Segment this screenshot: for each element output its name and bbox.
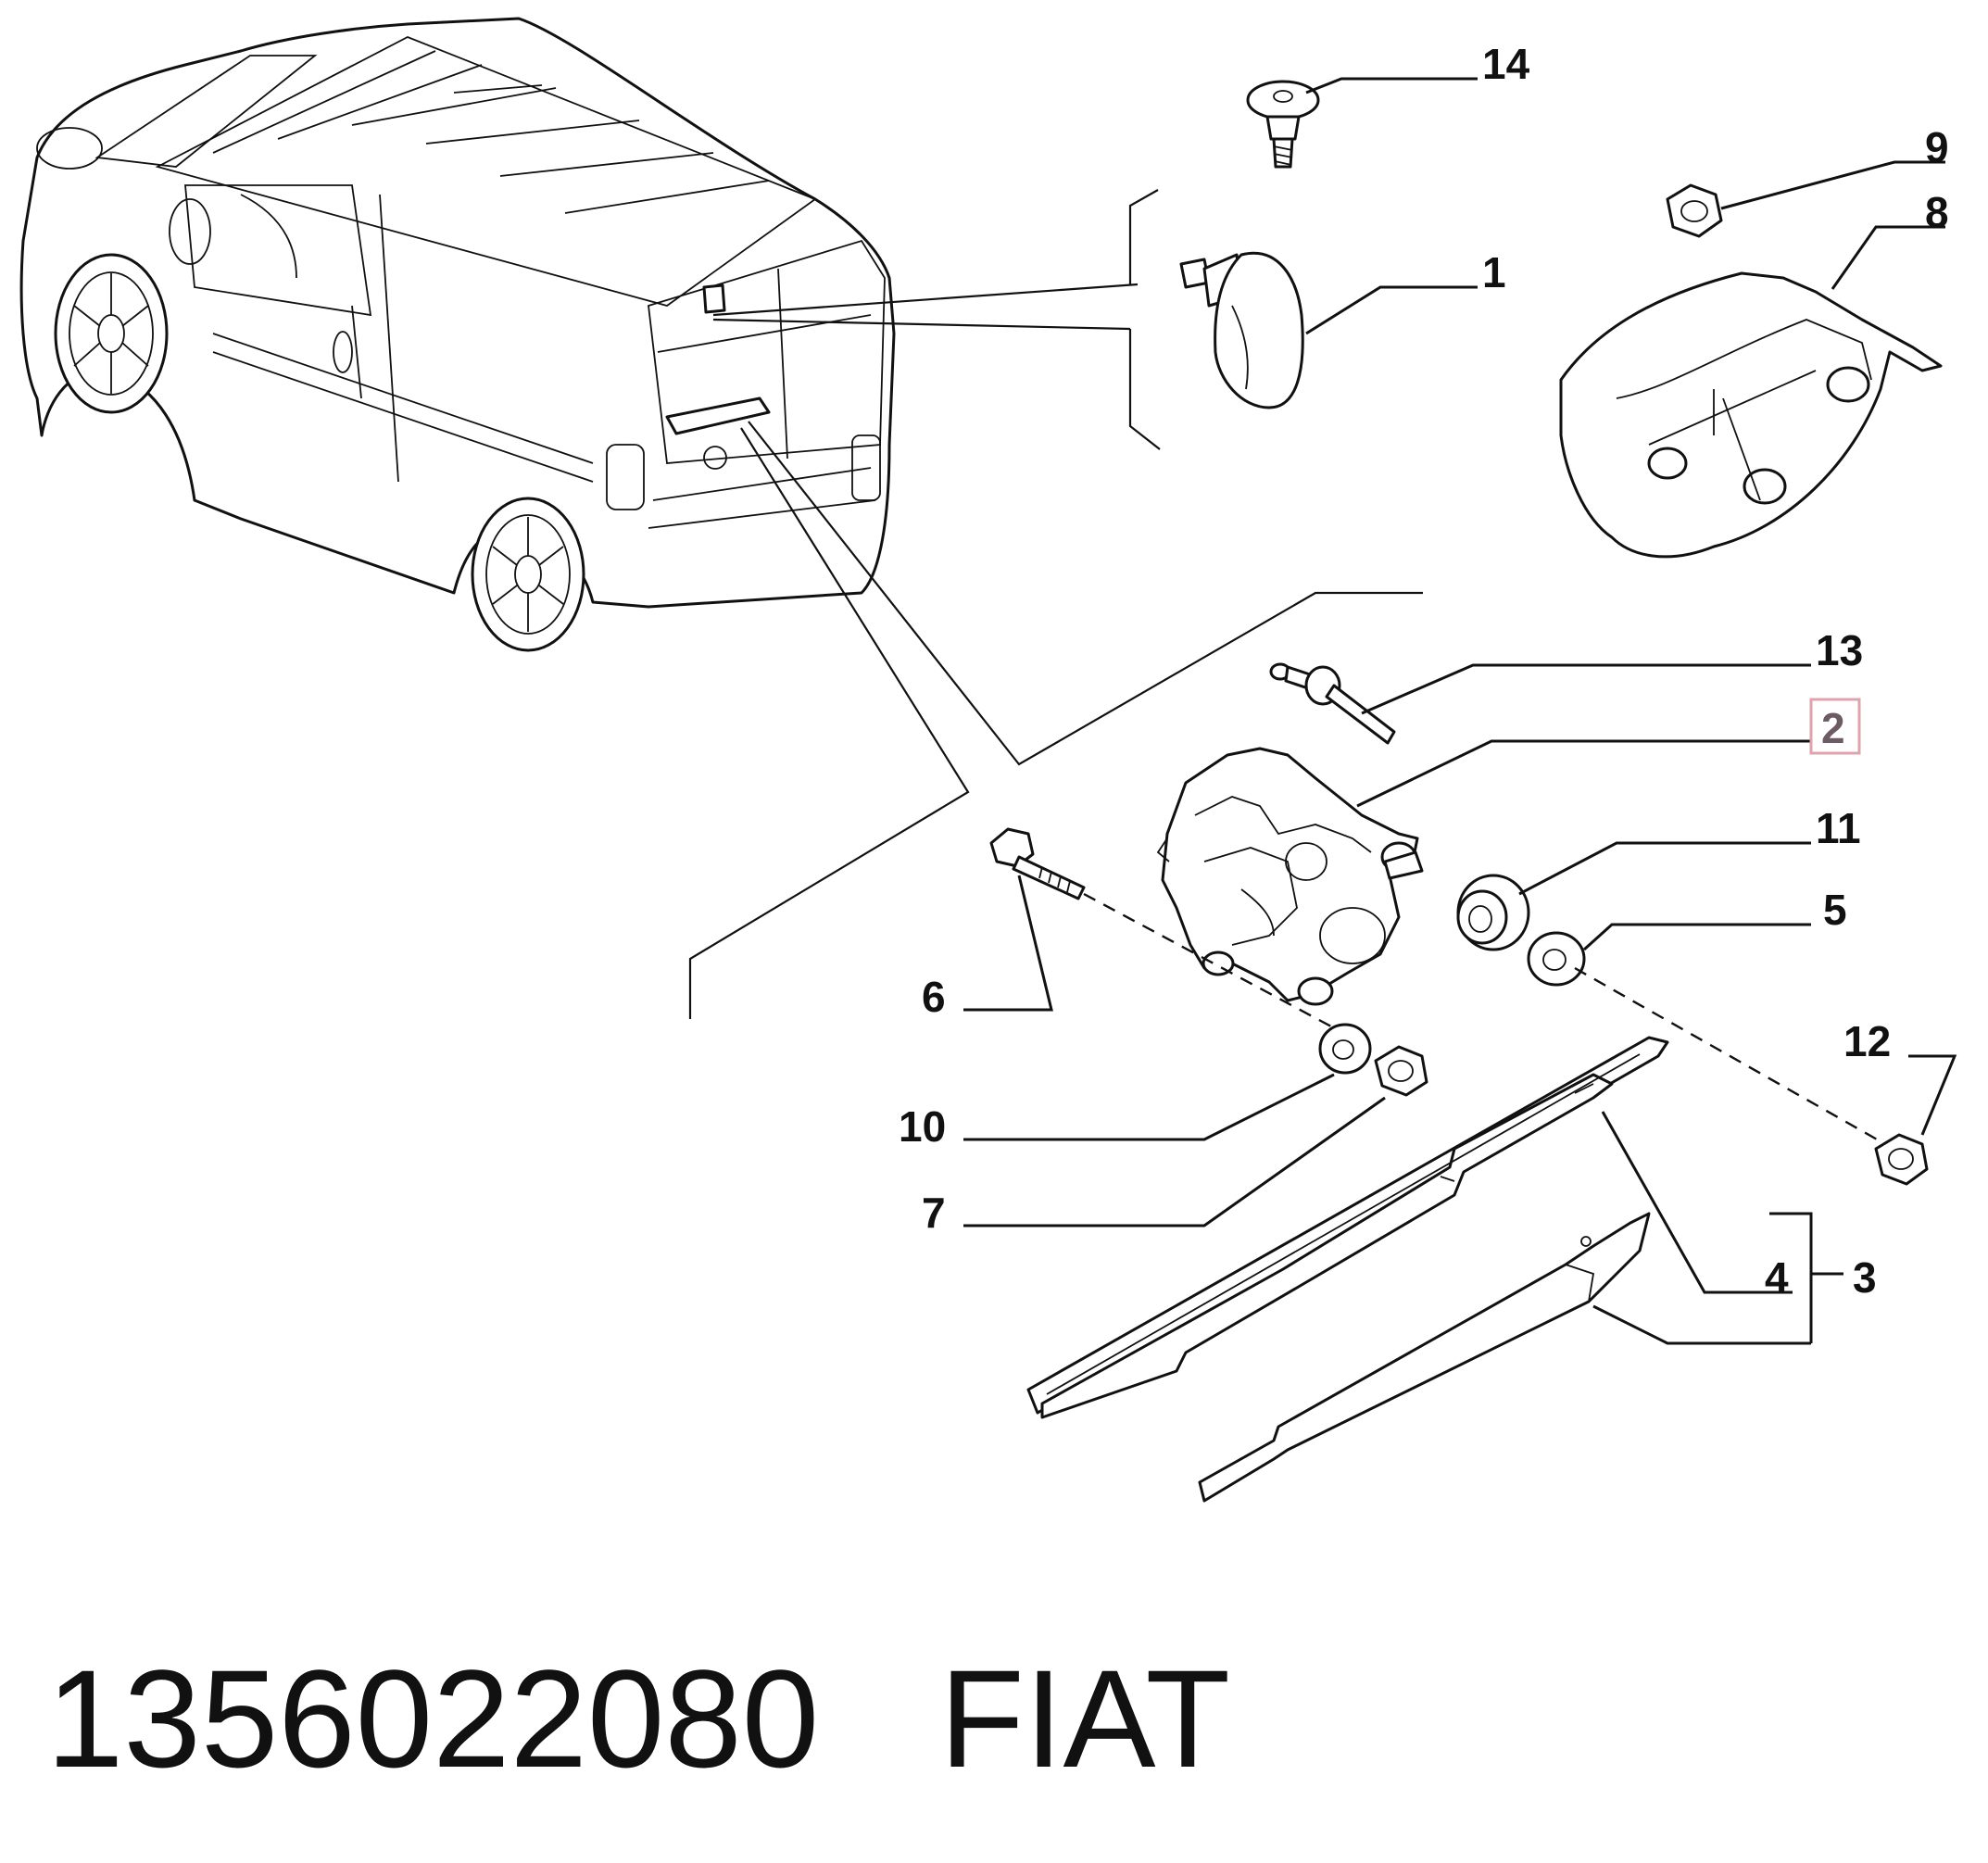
assembly-axis-line-right <box>1574 966 1886 1146</box>
callout-12: 12 <box>1843 1017 1891 1065</box>
callout-10: 10 <box>899 1102 946 1151</box>
callout-8: 8 <box>1925 188 1949 236</box>
rear-wheel <box>471 497 585 652</box>
leader-van-to-motor-a <box>748 421 1423 766</box>
callout-14: 14 <box>1482 40 1530 88</box>
callout-4: 4 <box>1765 1253 1789 1302</box>
part-7-nut <box>963 1045 1428 1227</box>
footer-caption: 1356022080 FIAT <box>46 1635 1982 1802</box>
part-14-screw <box>1246 77 1478 169</box>
callout-6: 6 <box>922 973 946 1021</box>
bracket-4-3 <box>1769 1212 1843 1343</box>
part-12-nut <box>1874 1054 1957 1186</box>
leader-van-to-nozzle-top <box>712 283 1139 317</box>
part-6-bolt <box>963 827 1086 1012</box>
part-5-washer <box>1527 923 1811 987</box>
part-1-nozzle <box>1179 251 1478 409</box>
brand-name: FIAT <box>939 1641 1231 1796</box>
leader-2 <box>1356 739 1811 808</box>
callout-2: 2 <box>1821 704 1845 752</box>
part-9-nut <box>1666 160 1945 238</box>
part-11-grommet <box>1456 841 1811 951</box>
part-8-cover <box>1559 225 1945 559</box>
leader-van-to-motor-b <box>688 427 970 1019</box>
callout-7: 7 <box>922 1189 946 1237</box>
leader-van-to-nozzle-bottom <box>712 318 1131 331</box>
part-10-washer <box>963 1023 1372 1141</box>
callout-9: 9 <box>1925 123 1949 171</box>
part-13-pin <box>1269 662 1811 745</box>
callout-5: 5 <box>1823 886 1847 934</box>
callout-11: 11 <box>1816 804 1861 852</box>
callout-1: 1 <box>1482 248 1506 296</box>
part-2-wiper-motor <box>1156 747 1424 1006</box>
assembly-axis-line <box>1083 892 1344 1035</box>
highlight-box-2 <box>1809 698 1861 755</box>
van-illustration <box>19 17 896 652</box>
part-4-wiper-blade <box>1026 1036 1793 1419</box>
part-3-wiper-arm <box>1198 1212 1811 1503</box>
bracket-nozzle <box>1128 189 1161 450</box>
callout-3: 3 <box>1853 1253 1877 1302</box>
part-number: 1356022080 <box>46 1641 820 1796</box>
front-wheel <box>54 253 169 414</box>
callout-13: 13 <box>1816 626 1863 674</box>
